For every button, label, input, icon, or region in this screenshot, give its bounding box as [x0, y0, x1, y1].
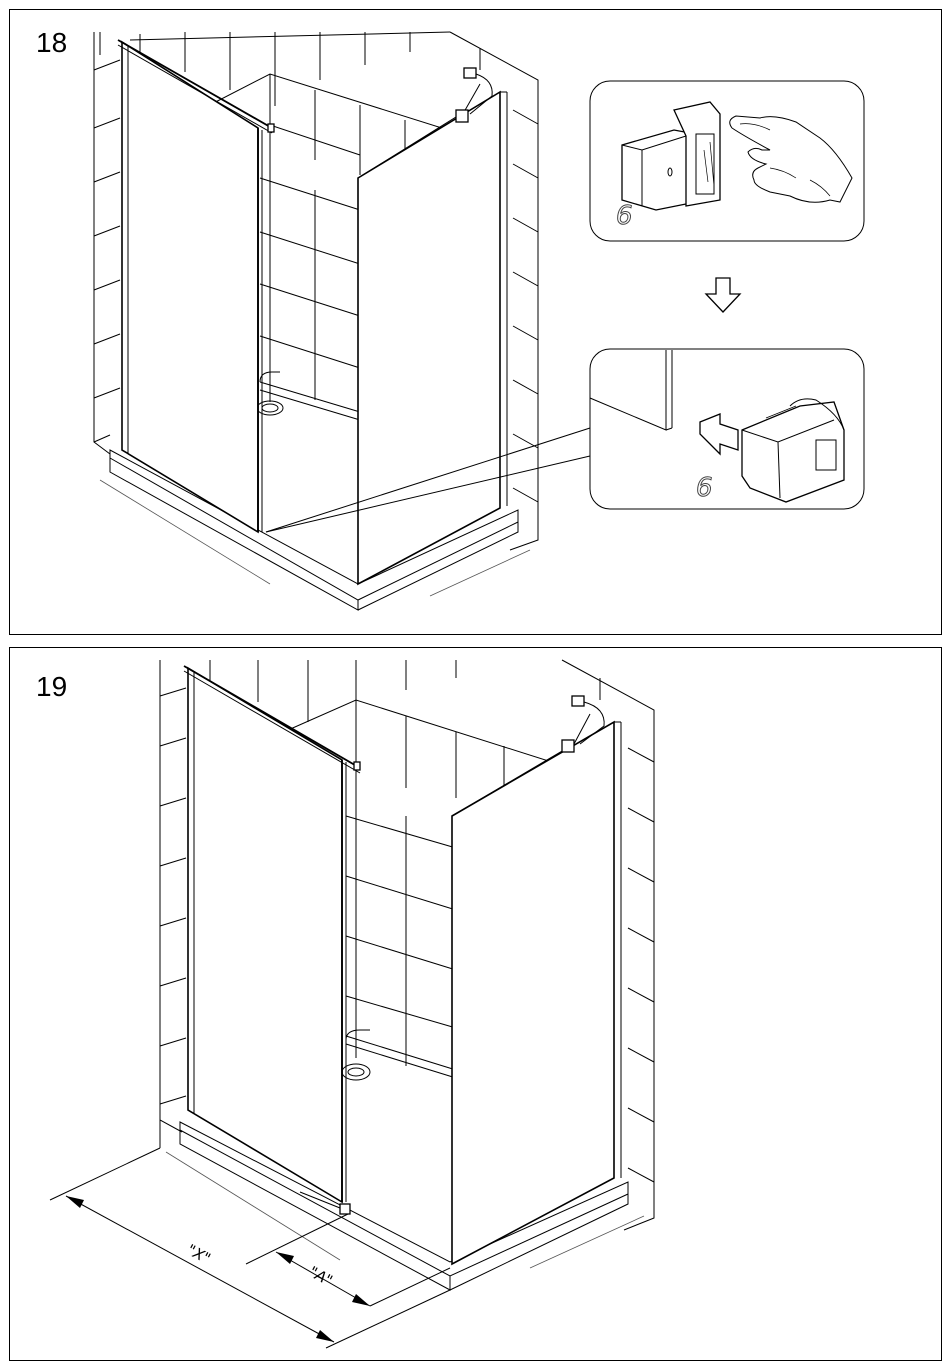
left-wall-tiles	[160, 660, 186, 1132]
part-number-label: 6	[616, 201, 633, 231]
callout-remove-guide: 6	[590, 81, 864, 241]
callout-attach-guide: 6	[590, 349, 864, 509]
left-wall-tiles	[94, 32, 120, 454]
step-18-illustration: 6 6	[10, 10, 941, 634]
dimension-a-label: "A"	[306, 1263, 336, 1290]
part-number-label: 6	[696, 473, 713, 503]
sequence-arrow-down	[706, 278, 740, 312]
step-19-panel: 19	[9, 647, 942, 1361]
step-18-panel: 18	[9, 9, 942, 635]
step-19-illustration: "X" "A"	[10, 648, 941, 1360]
sliding-door-panel	[188, 668, 346, 1202]
side-glass-panel	[358, 84, 507, 584]
side-glass-panel	[452, 714, 621, 1264]
dimension-x-label: "X"	[184, 1241, 214, 1268]
